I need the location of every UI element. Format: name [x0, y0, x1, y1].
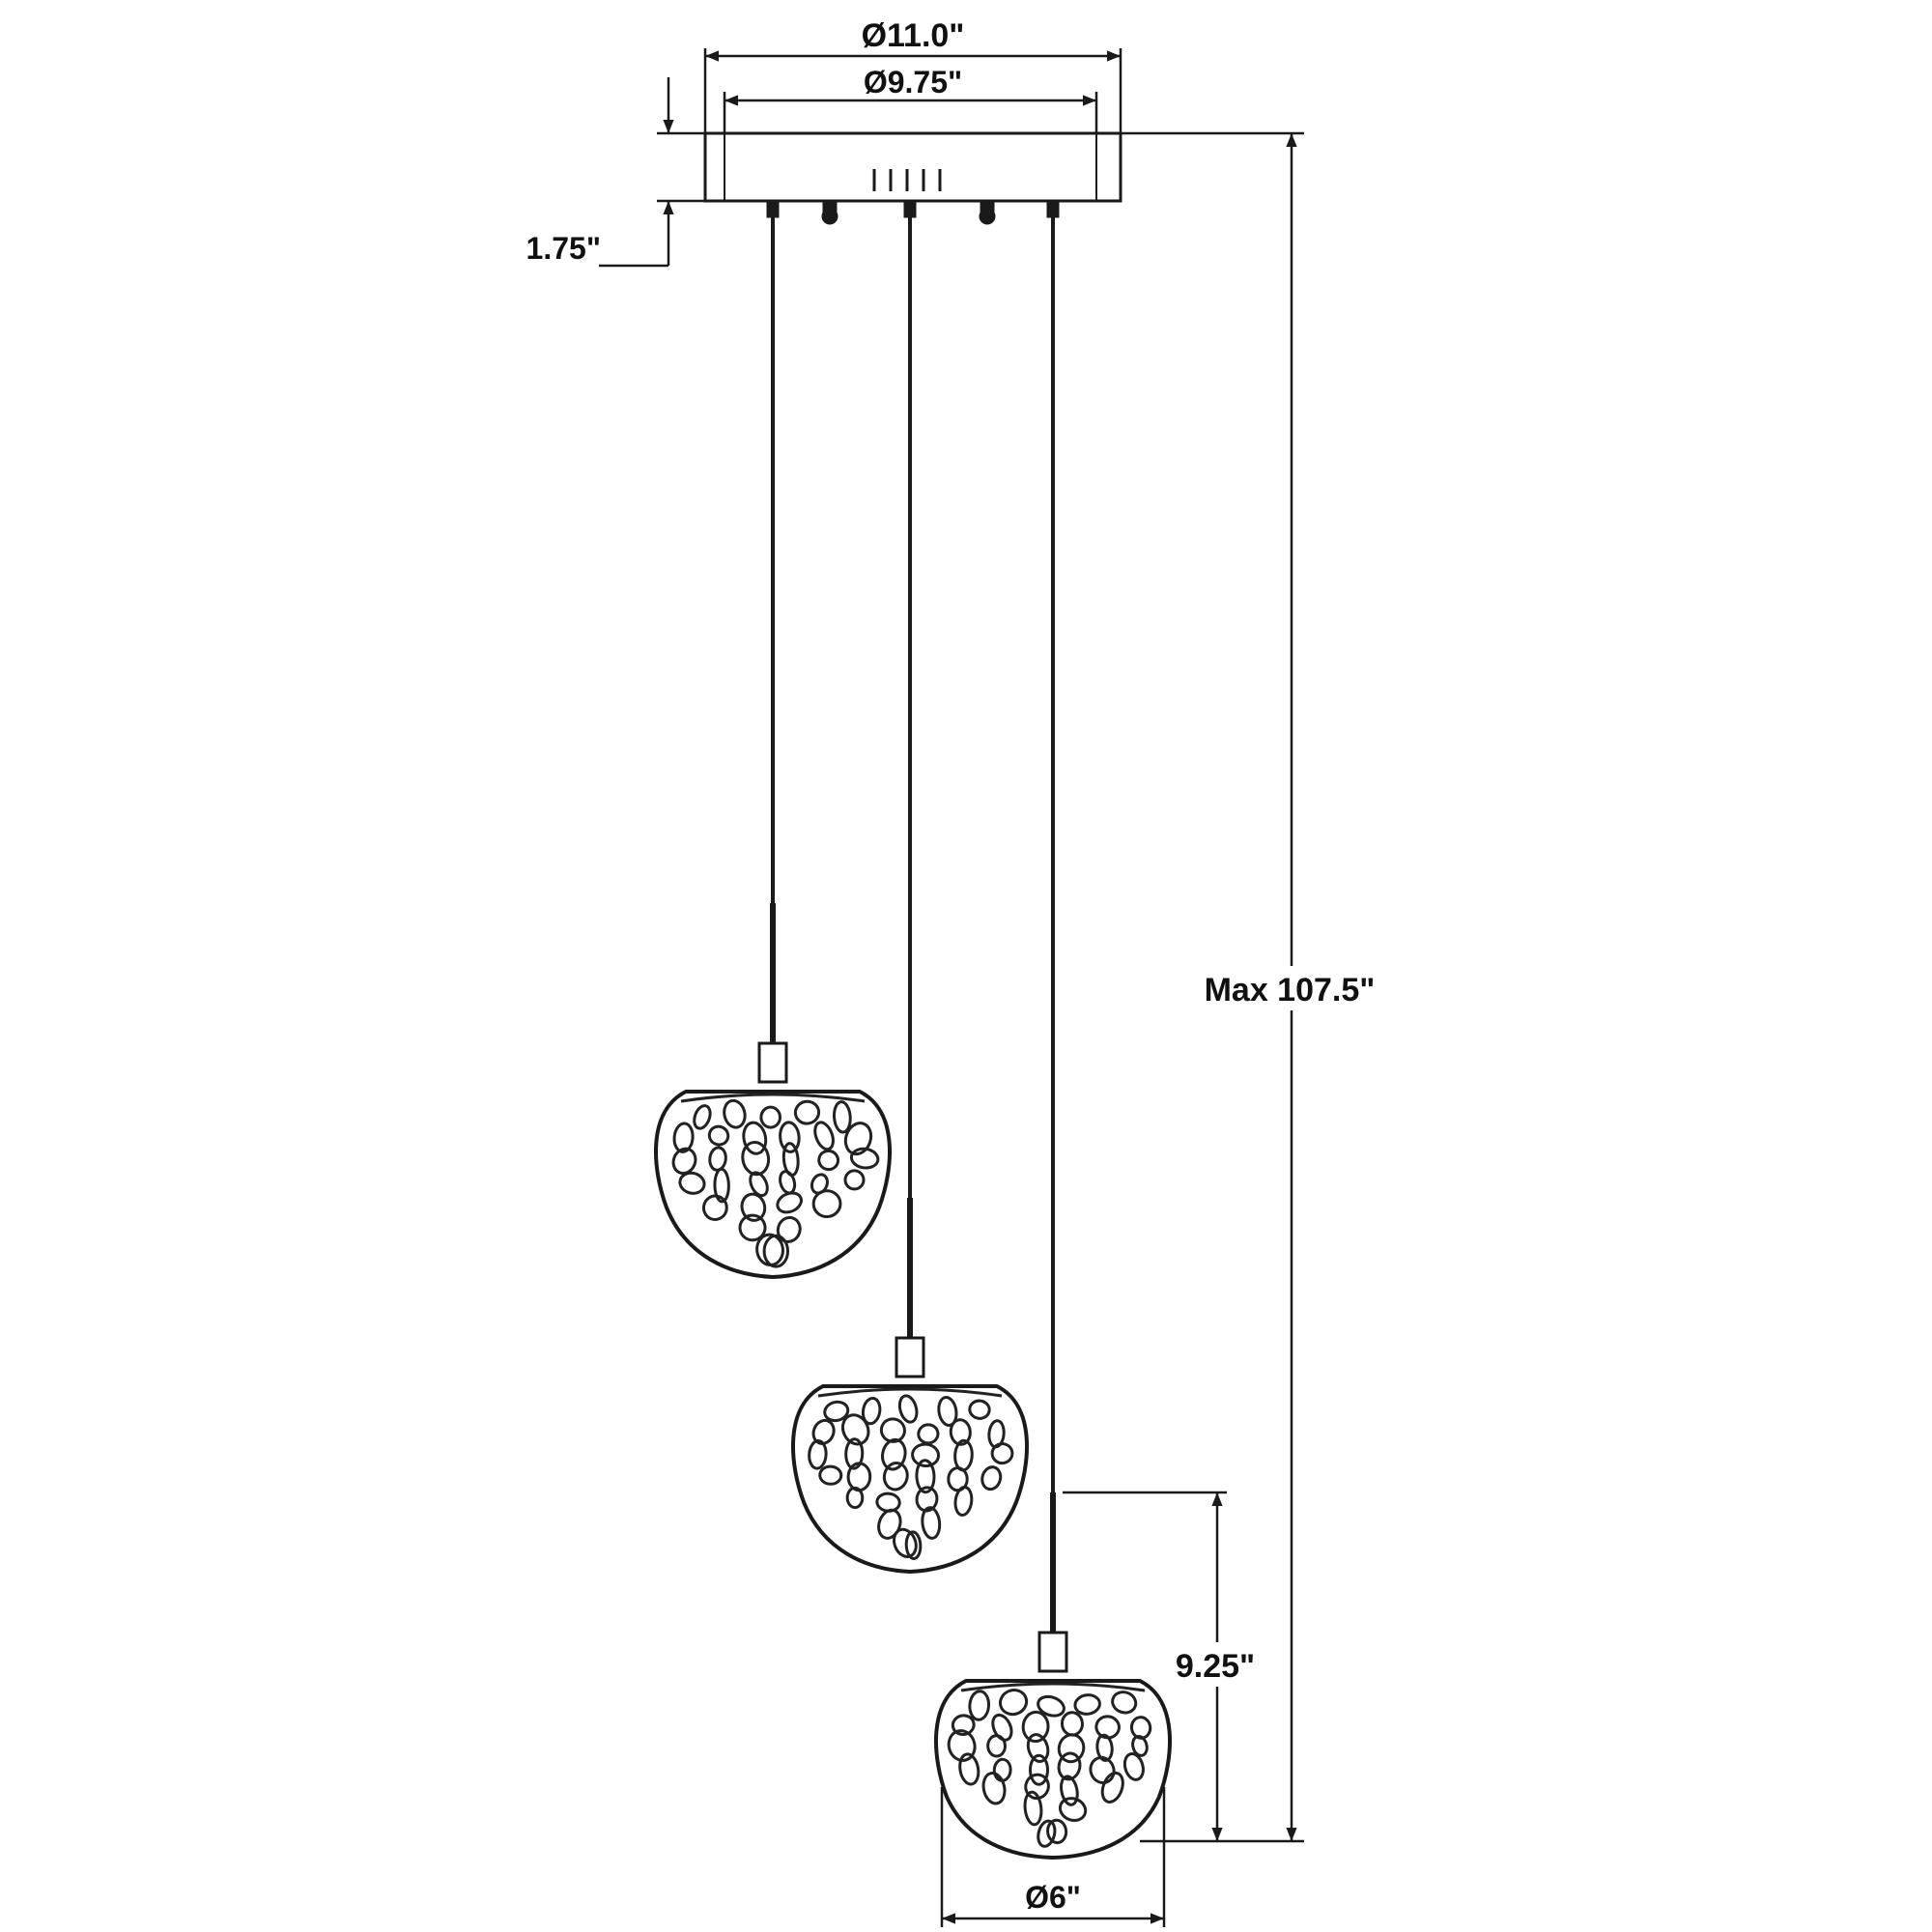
- suspension-cables: [770, 216, 1056, 1633]
- pendant-shade-center: [791, 1336, 1029, 1575]
- pendant-shade-right: [934, 1631, 1172, 1861]
- shade-texture-right: [947, 1682, 1152, 1848]
- canopy-vent-slots: [872, 169, 942, 191]
- shade-texture-left: [671, 1093, 880, 1268]
- label-max-overall-height: Max 107.5": [1205, 972, 1376, 1009]
- label-shade-height: 9.25": [1176, 1648, 1255, 1685]
- label-canopy-inner-diameter: Ø9.75": [864, 65, 962, 99]
- canopy-screws: [821, 199, 996, 225]
- pendant-shade-left: [654, 1041, 892, 1280]
- cable-sleeve-left: [770, 903, 776, 1043]
- shade-texture-center: [808, 1387, 1014, 1560]
- label-canopy-height: 1.75": [526, 231, 601, 266]
- label-canopy-outer-diameter: Ø11.0": [862, 17, 965, 54]
- canopy-body: [703, 131, 1122, 203]
- label-shade-diameter: Ø6": [1025, 1880, 1081, 1915]
- cable-sleeve-center: [907, 1198, 913, 1338]
- canopy: [703, 131, 1122, 225]
- cable-sleeve-right: [1050, 1492, 1056, 1633]
- cable-grips: [766, 199, 1060, 218]
